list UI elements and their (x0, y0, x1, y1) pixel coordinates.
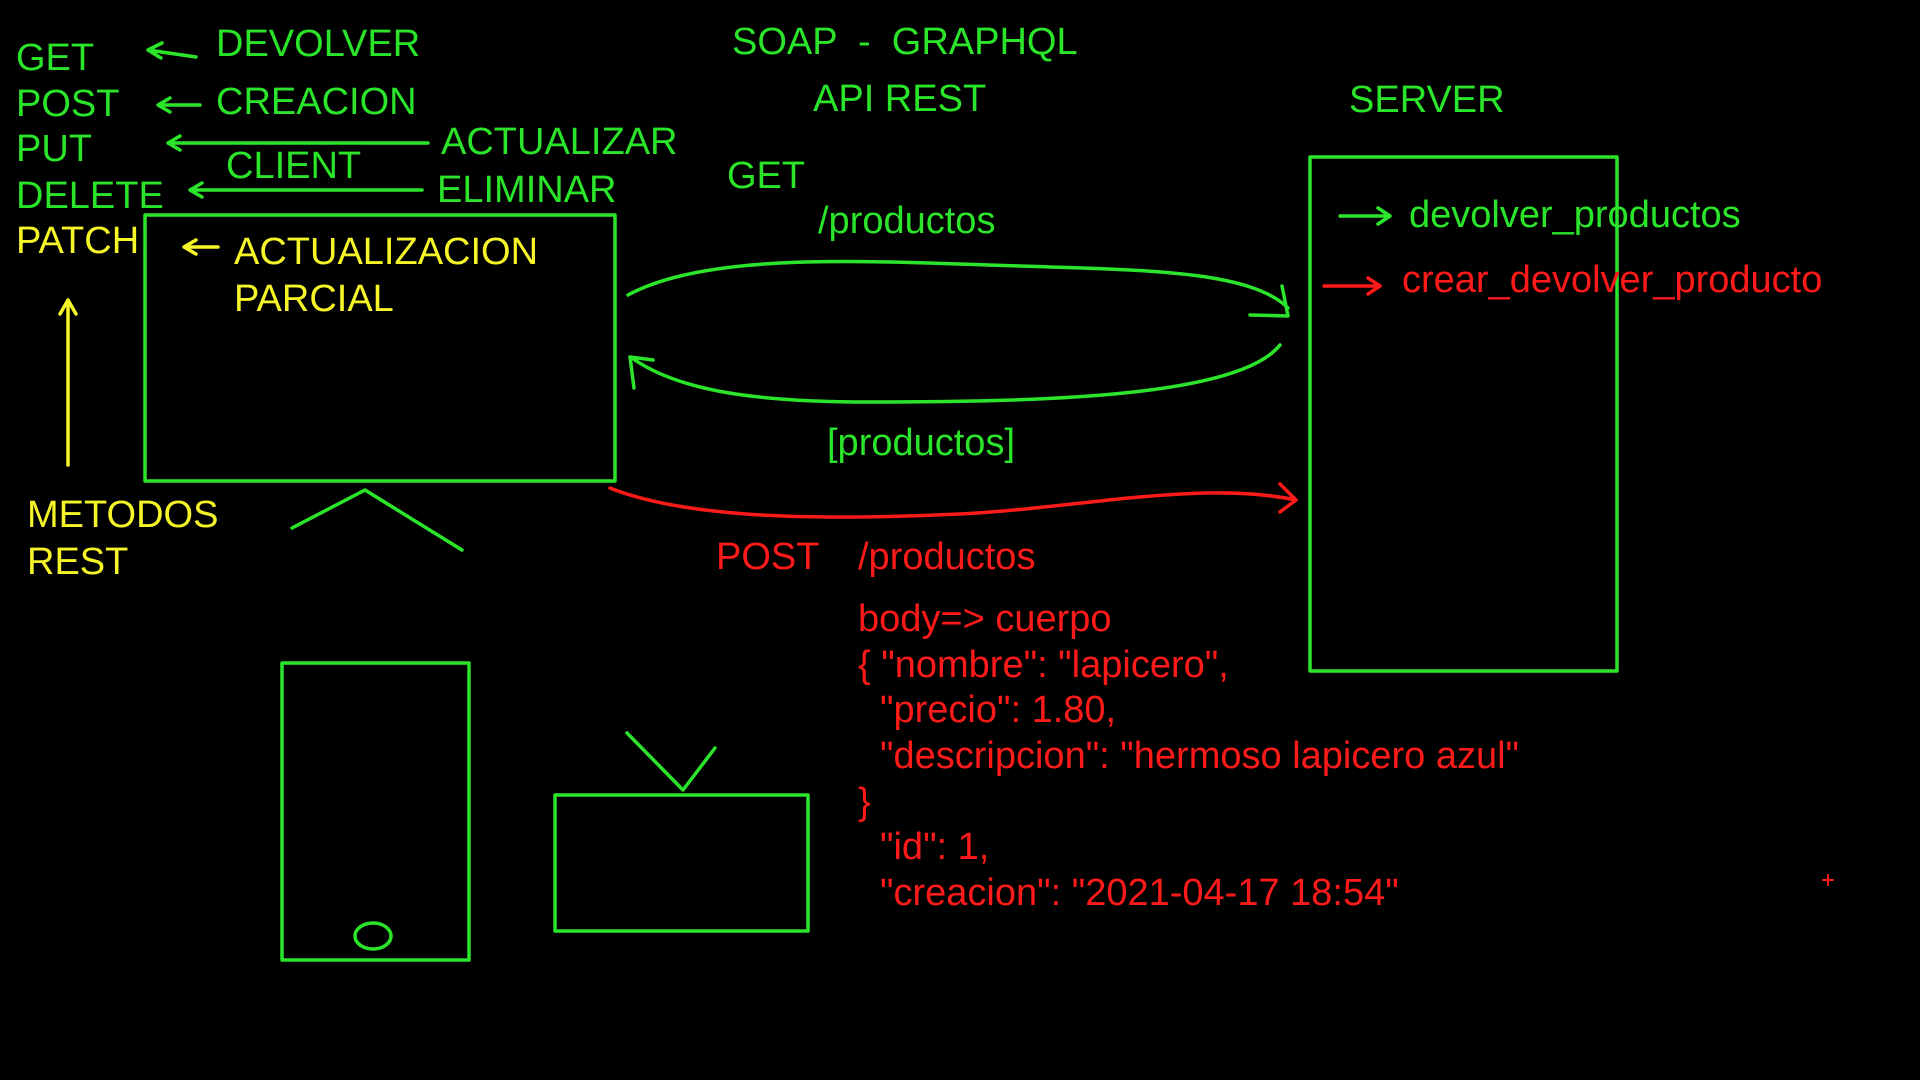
soap-graphql-label: SOAP - GRAPHQL (732, 21, 1078, 63)
arrow-actualizar-icon (166, 134, 430, 152)
server-function-devolver: devolver_productos (1409, 194, 1741, 236)
meaning-devolver: DEVOLVER (216, 23, 420, 65)
tv-icon (553, 793, 810, 933)
method-delete: DELETE (16, 175, 164, 217)
server-arrow-red-icon (1322, 276, 1382, 296)
arrow-up-metodos-icon (58, 298, 78, 467)
body-line-5: "id": 1, (880, 826, 989, 868)
meaning-parcial: PARCIAL (234, 278, 394, 320)
method-put: PUT (16, 128, 92, 170)
method-arrows (58, 41, 430, 467)
meaning-actualizacion: ACTUALIZACION (234, 231, 538, 273)
body-line-6: "creacion": "2021-04-17 18:54" (880, 872, 1399, 914)
server-arrow-green-icon (1338, 206, 1392, 226)
metodos-label: METODOS (27, 494, 218, 536)
rest-label: REST (27, 541, 128, 583)
body-line-3: "descripcion": "hermoso lapicero azul" (880, 735, 1519, 777)
request-arrow-icon (626, 259, 1290, 318)
tv-antenna-icon (625, 731, 717, 792)
phone-home-button-icon (353, 921, 393, 951)
api-rest-label: API REST (813, 78, 986, 120)
server-label: SERVER (1349, 79, 1505, 121)
get-method-label: GET (727, 155, 805, 197)
meaning-creacion: CREACION (216, 81, 417, 123)
body-label: body=> cuerpo (858, 598, 1112, 640)
arrow-eliminar-icon (188, 181, 424, 199)
get-path-label: /productos (818, 200, 995, 242)
server-function-crear: crear_devolver_producto (1402, 259, 1822, 301)
monitor-stand-icon (290, 488, 464, 552)
arrow-patch-icon (182, 238, 220, 256)
body-line-2: "precio": 1.80, (880, 689, 1116, 731)
arrow-devolver-icon (146, 41, 198, 60)
meaning-actualizar: ACTUALIZAR (441, 121, 677, 163)
body-line-4: } (858, 781, 871, 823)
client-monitor-icon (143, 213, 617, 483)
response-arrow-icon (628, 343, 1282, 404)
post-path-label: /productos (858, 536, 1035, 578)
client-label: CLIENT (226, 145, 361, 187)
server-box-icon (1308, 155, 1619, 673)
arrow-creacion-icon (156, 96, 202, 114)
meaning-eliminar: ELIMINAR (437, 169, 616, 211)
method-post: POST (16, 83, 119, 125)
get-response-label: [productos] (827, 422, 1015, 464)
cursor-crosshair-icon (1822, 874, 1834, 886)
body-line-1: { "nombre": "lapicero", (858, 644, 1229, 686)
method-get: GET (16, 37, 94, 79)
phone-icon (280, 661, 471, 962)
post-method-label: POST (716, 536, 819, 578)
method-patch: PATCH (16, 220, 139, 262)
post-arrow-icon (608, 482, 1298, 519)
